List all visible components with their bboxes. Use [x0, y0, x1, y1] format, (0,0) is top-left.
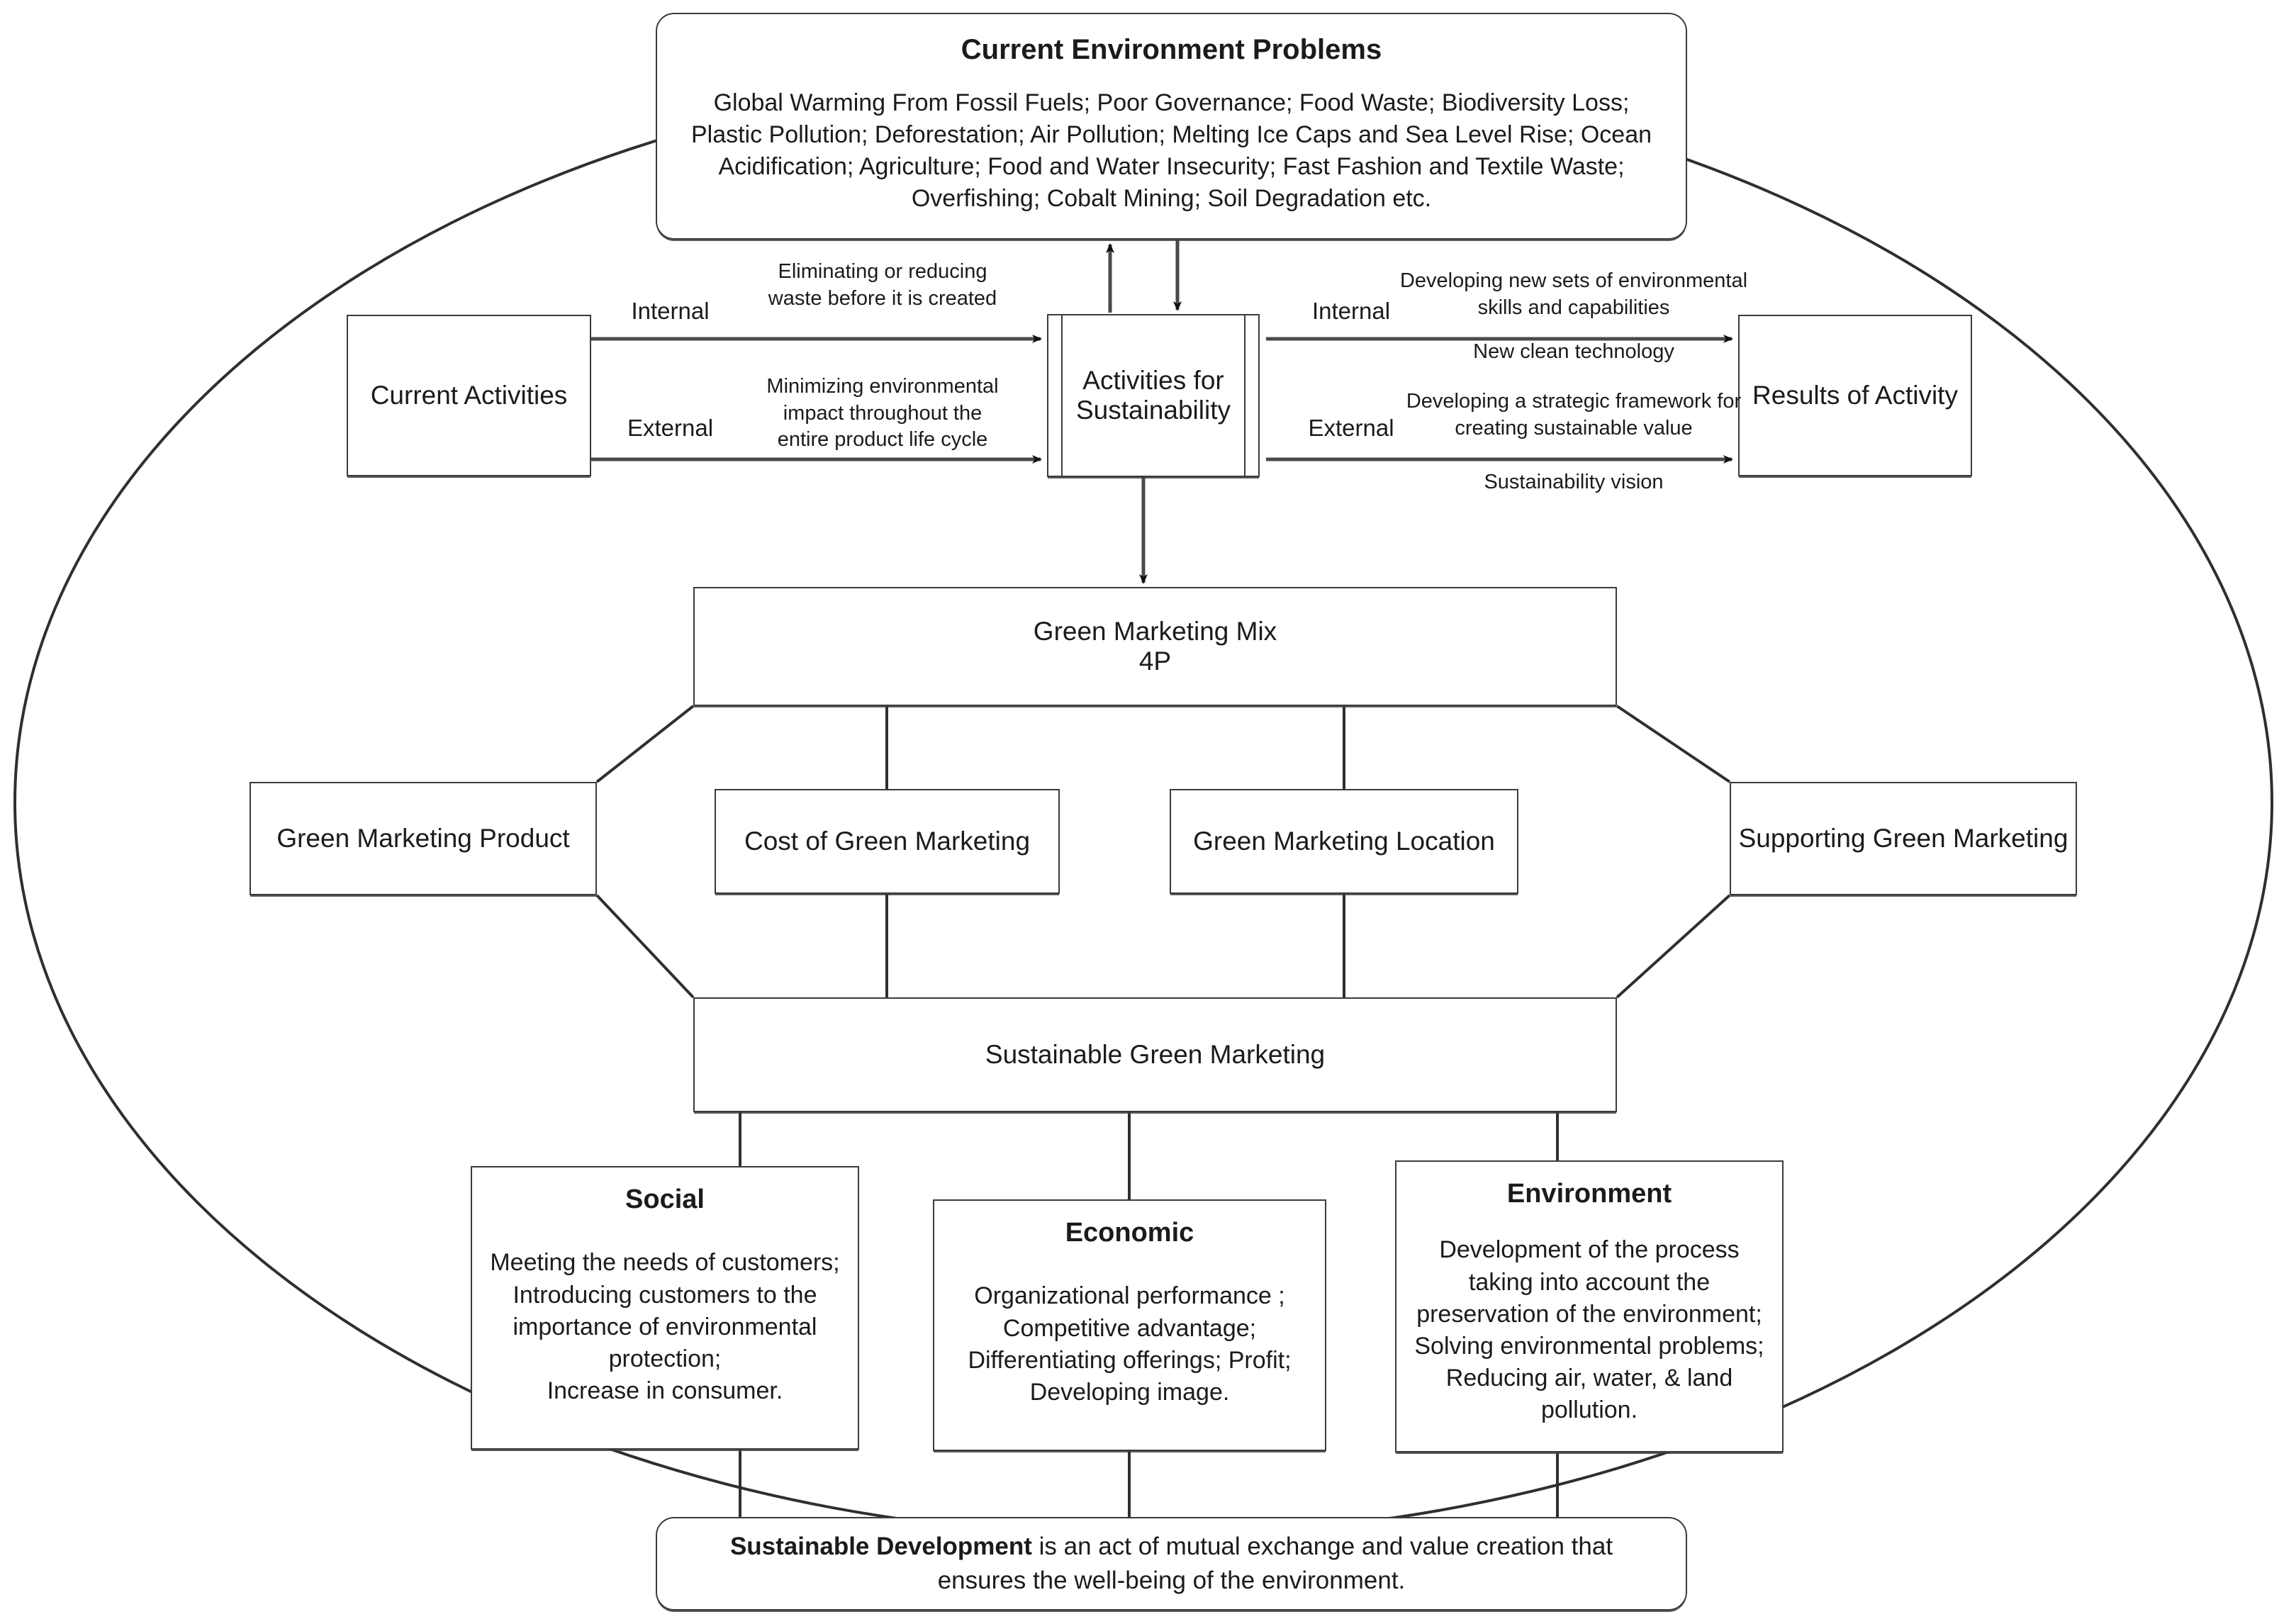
edge-mix-to-product	[595, 705, 695, 783]
activities-sustainability-label: Activities for Sustainability	[1075, 366, 1231, 425]
green-location-label: Green Marketing Location	[1193, 827, 1495, 856]
green-marketing-mix-label: Green Marketing Mix 4P	[1033, 617, 1277, 676]
cost-green-label: Cost of Green Marketing	[744, 827, 1031, 856]
node-current-environment-problems[interactable]: Current Environment Problems Global Warm…	[656, 13, 1687, 240]
edge-product-to-sgm	[595, 894, 695, 999]
green-product-label: Green Marketing Product	[276, 824, 570, 853]
node-right-rail	[1244, 314, 1245, 477]
node-supporting-green-marketing[interactable]: Supporting Green Marketing	[1730, 782, 2077, 895]
node-economic[interactable]: Economic Organizational performance ; Co…	[933, 1199, 1326, 1451]
economic-body: Organizational performance ; Competitive…	[968, 1282, 1292, 1406]
current-activities-label: Current Activities	[370, 381, 568, 410]
node-sustainable-green-marketing[interactable]: Sustainable Green Marketing	[693, 997, 1617, 1112]
node-green-marketing-mix[interactable]: Green Marketing Mix 4P	[693, 587, 1617, 706]
sustainable-development-lead: Sustainable Development	[729, 1532, 1032, 1560]
supporting-green-label: Supporting Green Marketing	[1738, 824, 2069, 853]
sustainable-green-marketing-label: Sustainable Green Marketing	[985, 1040, 1326, 1069]
economic-title: Economic	[1065, 1218, 1194, 1248]
edge-mix-to-supporting	[1616, 705, 1731, 783]
current-problems-body: Global Warming From Fossil Fuels; Poor G…	[690, 89, 1652, 213]
node-activities-for-sustainability[interactable]: Activities for Sustainability	[1047, 314, 1260, 477]
current-problems-title: Current Environment Problems	[961, 34, 1382, 65]
node-cost-of-green-marketing[interactable]: Cost of Green Marketing	[715, 789, 1060, 894]
social-title: Social	[625, 1185, 705, 1214]
node-results-of-activity[interactable]: Results of Activity	[1738, 315, 1972, 476]
environment-title: Environment	[1506, 1179, 1672, 1209]
node-green-marketing-location[interactable]: Green Marketing Location	[1170, 789, 1518, 894]
node-green-marketing-product[interactable]: Green Marketing Product	[250, 782, 597, 895]
node-sustainable-development[interactable]: Sustainable Development is an act of mut…	[656, 1517, 1687, 1611]
node-current-activities[interactable]: Current Activities	[347, 315, 591, 476]
edge-supporting-to-sgm	[1616, 894, 1731, 999]
sustainable-development-text: Sustainable Development is an act of mut…	[690, 1530, 1653, 1598]
social-body: Meeting the needs of customers; Introduc…	[490, 1249, 840, 1405]
results-activity-label: Results of Activity	[1752, 381, 1958, 410]
node-left-rail	[1061, 314, 1063, 477]
environment-body: Development of the process taking into a…	[1414, 1236, 1764, 1424]
node-social[interactable]: Social Meeting the needs of customers; I…	[471, 1166, 859, 1450]
node-environment[interactable]: Environment Development of the process t…	[1395, 1160, 1784, 1452]
sustainable-development-rest: is an act of mutual exchange and value c…	[937, 1532, 1613, 1594]
